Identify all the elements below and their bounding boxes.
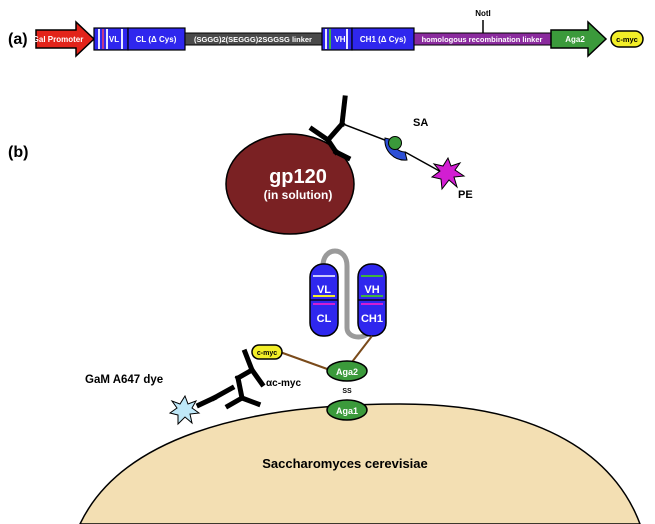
anti-cmyc-antibody: [224, 348, 266, 410]
pe-label: PE: [458, 189, 473, 201]
yeast-cell: [79, 403, 641, 524]
aga1-protein-label: Aga1: [336, 406, 358, 416]
cmyc-tag-b-label: c-myc: [257, 350, 277, 357]
noti-label: NotI: [475, 9, 491, 18]
cl-domain-label: CL: [317, 313, 332, 325]
gp120-sub-label: (in solution): [264, 188, 333, 202]
sa-label: SA: [413, 117, 428, 129]
vh-stripe-1: [325, 29, 327, 49]
gal-promoter-arrow: [35, 20, 96, 58]
vl-domain-label: VL: [317, 284, 331, 296]
vh-domain-label: VH: [364, 284, 379, 296]
cmyc-aga2-tether: [279, 351, 331, 371]
gp120-label: gp120: [269, 166, 327, 188]
fab-aga2-tether: [351, 335, 373, 363]
aga2-protein-label: Aga2: [336, 367, 358, 377]
a647-dye-star: [168, 394, 201, 426]
vl-stripe-4: [121, 29, 123, 49]
aga2-arrow-label: Aga2: [565, 35, 585, 44]
cmyc-tag-a-label: c-myc: [616, 35, 638, 44]
vh-stripe-3: [346, 29, 348, 49]
cl-segment-label: CL (Δ Cys): [136, 35, 177, 44]
vl-stripe-2: [102, 29, 104, 49]
vh-stripe-2: [329, 29, 331, 49]
panel-b-label: (b): [8, 144, 28, 161]
yeast-cell-label: Saccharomyces cerevisiae: [262, 456, 428, 471]
vl-stripe-3: [106, 29, 108, 49]
ch1-segment-label: CH1 (Δ Cys): [360, 35, 407, 44]
cmyc-tag-a: [610, 30, 644, 48]
biotin-link: [342, 123, 391, 143]
aga2-arrow: [550, 20, 608, 58]
ch1-domain-label: CH1: [361, 313, 383, 325]
linker2-label: homologous recombination linker: [422, 35, 543, 44]
aga2-protein: [326, 360, 368, 382]
linker1-label: (SGGG)2(SEGGG)2SGGSG linker: [194, 35, 312, 44]
vl-segment-label: VL: [109, 35, 119, 44]
cmyc-tag-b: [251, 344, 283, 360]
anti-cmyc-label: αc-myc: [266, 378, 301, 389]
vh-segment-label: VH: [334, 35, 345, 44]
gam-antibody: [195, 384, 236, 409]
anti-gp120-antibody: [308, 95, 352, 162]
gam-label: GaM A647 dye: [85, 374, 163, 386]
vl-stripe-1: [98, 29, 100, 49]
pe-link: [404, 151, 444, 174]
gp120-ellipse: [225, 133, 355, 235]
panel-a-label: (a): [8, 31, 28, 48]
disulfide-label: SS: [342, 388, 352, 395]
pe-star: [430, 156, 466, 191]
biotin-dot: [388, 136, 402, 150]
aga1-protein: [326, 399, 368, 421]
gal-promoter-label: Gal Promoter: [33, 35, 84, 44]
